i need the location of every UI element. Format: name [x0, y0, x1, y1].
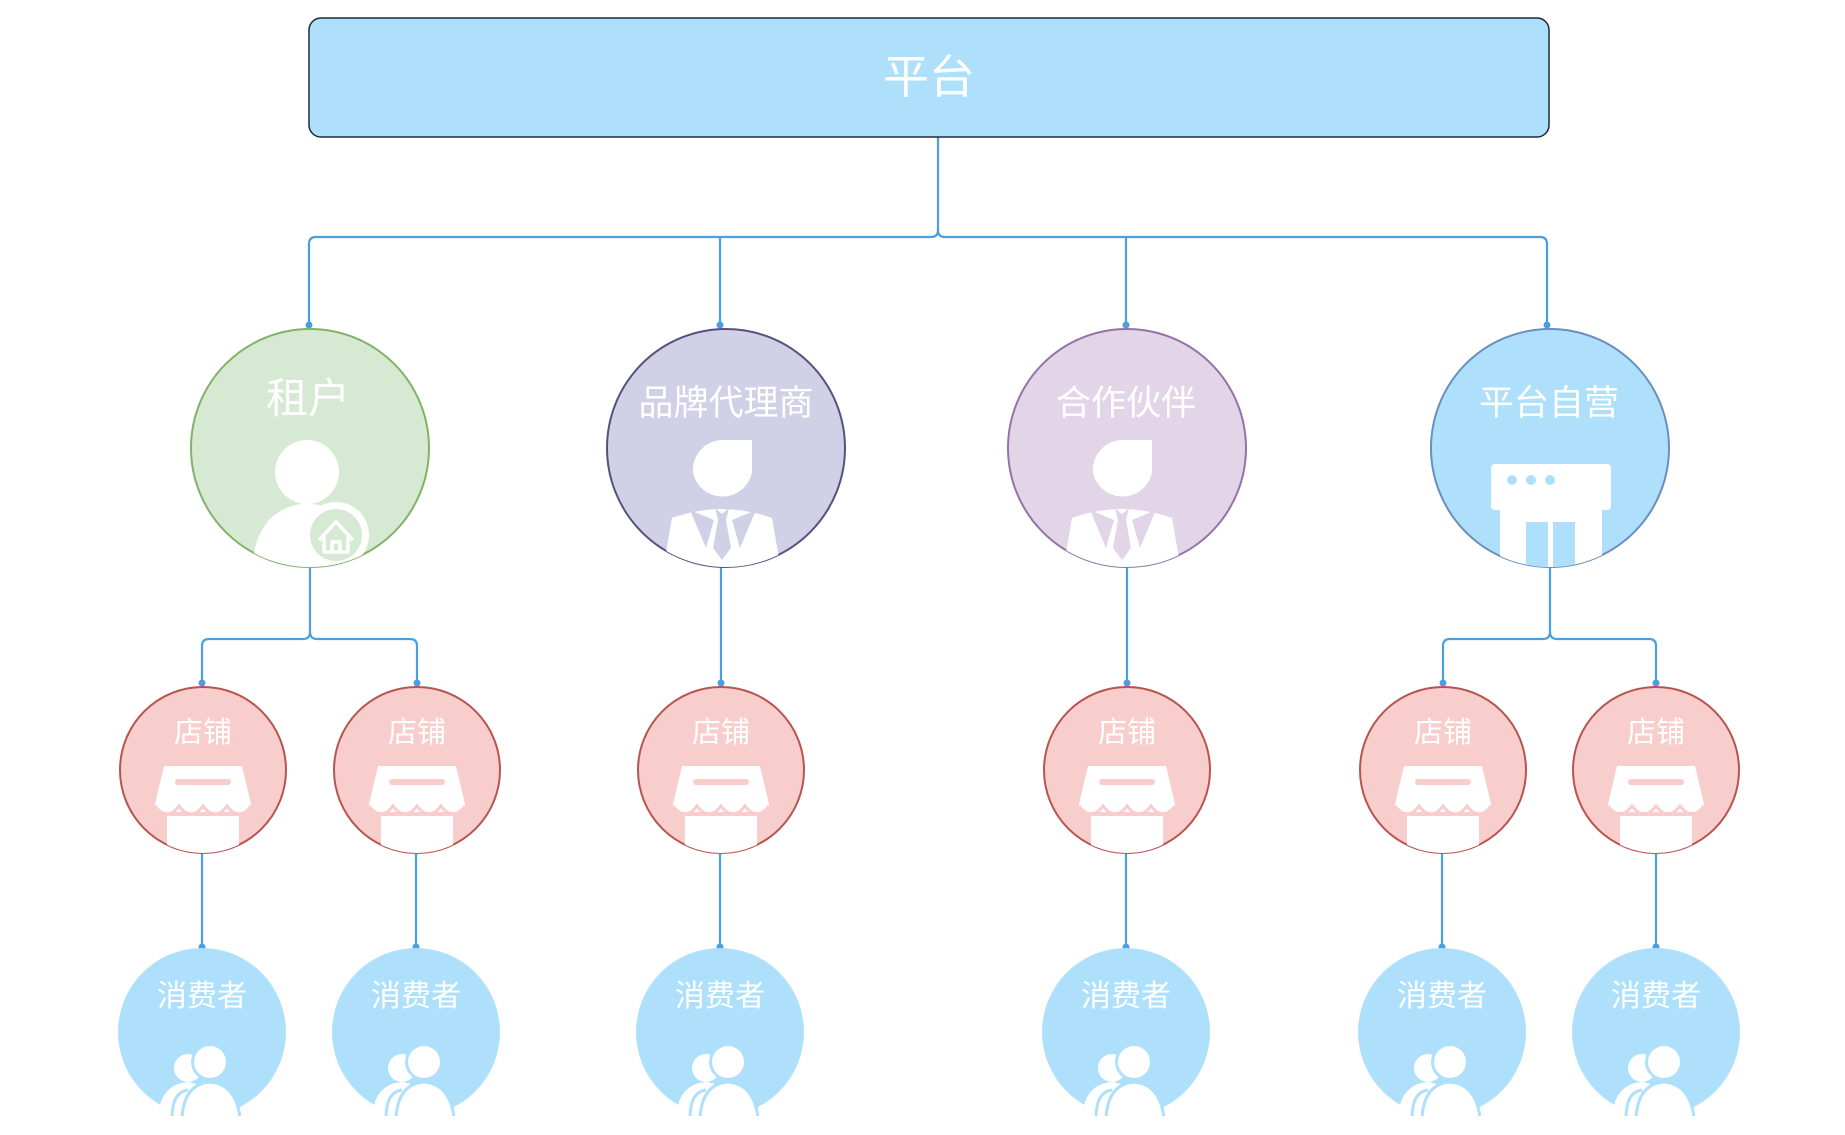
- users-group-icon: [676, 1043, 760, 1116]
- owner-node-brand-agent[interactable]: 品牌代理商: [606, 328, 846, 570]
- consumer-node[interactable]: 消费者: [1042, 948, 1210, 1118]
- consumer-node[interactable]: 消费者: [332, 948, 500, 1118]
- shop-awning-icon: [1606, 766, 1706, 853]
- store-node[interactable]: 店铺: [1043, 686, 1211, 866]
- store-label: 店铺: [174, 715, 232, 749]
- connector-dot: [716, 321, 724, 329]
- users-group-icon: [158, 1043, 242, 1116]
- users-group-icon: [1612, 1043, 1696, 1116]
- store-label: 店铺: [692, 715, 750, 749]
- connector-dot: [305, 321, 313, 329]
- consumers-layer: 消费者 消费者 消费者 消费者 消费者 消费者: [118, 948, 1740, 1118]
- connector-dot: [413, 679, 421, 687]
- connector-root-trunk: [307, 137, 940, 325]
- connector-tenant-stores: [200, 567, 419, 683]
- storefront-icon: [1491, 464, 1611, 567]
- tenant-user-home-icon: [252, 440, 369, 567]
- connector-dot: [1652, 679, 1660, 687]
- root-box: [308, 17, 1550, 138]
- store-node[interactable]: 店铺: [637, 686, 805, 866]
- consumer-label: 消费者: [675, 979, 765, 1014]
- connector-root-right: [936, 229, 1549, 325]
- users-group-icon: [1082, 1043, 1166, 1116]
- owner-node-partner[interactable]: 合作伙伴: [1007, 328, 1247, 570]
- connector-dot: [1123, 679, 1131, 687]
- owner-label: 合作伙伴: [1056, 384, 1196, 424]
- consumer-node[interactable]: 消费者: [1358, 948, 1526, 1118]
- connector-dot: [1439, 679, 1447, 687]
- users-group-icon: [1398, 1043, 1482, 1116]
- store-label: 店铺: [1098, 715, 1156, 749]
- shop-awning-icon: [1077, 766, 1177, 853]
- consumer-label: 消费者: [1611, 979, 1701, 1014]
- connector-dot: [1122, 321, 1130, 329]
- connector-dot: [717, 679, 725, 687]
- shop-awning-icon: [1393, 766, 1493, 853]
- owner-label: 品牌代理商: [638, 384, 813, 424]
- root-label: 平台: [883, 50, 975, 104]
- consumer-node[interactable]: 消费者: [636, 948, 804, 1118]
- connector-dot: [1543, 321, 1551, 329]
- users-group-icon: [372, 1043, 456, 1116]
- store-label: 店铺: [388, 715, 446, 749]
- root-node[interactable]: 平台: [308, 17, 1550, 138]
- store-node[interactable]: 店铺: [1359, 686, 1527, 866]
- store-label: 店铺: [1414, 715, 1472, 749]
- consumer-circle: [636, 948, 804, 1116]
- consumer-node[interactable]: 消费者: [118, 948, 286, 1118]
- store-node[interactable]: 店铺: [119, 686, 287, 866]
- store-node[interactable]: 店铺: [1572, 686, 1740, 866]
- shop-awning-icon: [671, 766, 771, 853]
- consumer-circle: [118, 948, 286, 1116]
- connector-self-stores: [1441, 567, 1658, 683]
- shop-awning-icon: [367, 766, 467, 853]
- businessman-icon: [1063, 440, 1181, 567]
- consumer-circle: [1358, 948, 1526, 1116]
- consumer-label: 消费者: [1397, 979, 1487, 1014]
- consumer-label: 消费者: [1081, 979, 1171, 1014]
- owner-label: 平台自营: [1479, 384, 1619, 424]
- consumer-circle: [332, 948, 500, 1116]
- store-node[interactable]: 店铺: [333, 686, 501, 866]
- owner-label: 租户: [266, 374, 350, 423]
- store-label: 店铺: [1627, 715, 1685, 749]
- connector-lines: [200, 137, 1658, 947]
- businessman-icon: [663, 440, 781, 567]
- shop-awning-icon: [153, 766, 253, 853]
- connector-dot: [198, 679, 206, 687]
- consumer-node[interactable]: 消费者: [1572, 948, 1740, 1118]
- consumer-circle: [1042, 948, 1210, 1116]
- consumer-circle: [1572, 948, 1740, 1116]
- owner-node-tenant[interactable]: 租户: [190, 328, 430, 570]
- consumer-label: 消费者: [157, 979, 247, 1014]
- consumer-label: 消费者: [371, 979, 461, 1014]
- stores-layer: 店铺 店铺 店铺 店铺 店铺 店铺: [119, 686, 1740, 866]
- owner-node-self-operated[interactable]: 平台自营: [1430, 328, 1670, 570]
